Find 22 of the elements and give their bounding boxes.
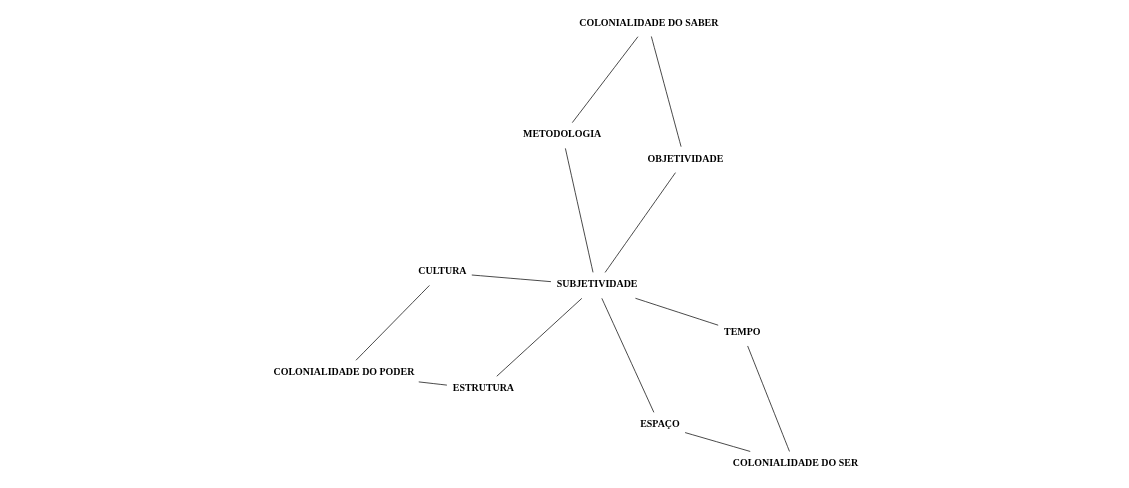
node-text: COLONIALIDADE DO SER — [732, 457, 858, 469]
connector — [571, 36, 638, 123]
connector — [634, 297, 719, 326]
node-text: OBJETIVIDADE — [647, 152, 723, 164]
connector — [564, 148, 593, 273]
node-text: ESPAÇO — [639, 418, 680, 430]
node-text: TEMPO — [723, 326, 760, 338]
node-text: COLONIALIDADE DO SABER — [578, 16, 718, 28]
connector — [417, 381, 447, 386]
connector — [650, 36, 681, 148]
node-text: METODOLOGIA — [522, 128, 601, 140]
node-text: SUBJETIVIDADE — [556, 278, 637, 290]
connector — [604, 172, 676, 273]
node-text: CULTURA — [417, 265, 467, 277]
node-text: ESTRUTURA — [452, 382, 514, 394]
connector — [495, 298, 582, 377]
connector — [470, 274, 551, 282]
connector — [746, 345, 790, 452]
connector — [355, 285, 430, 361]
connector — [600, 297, 654, 413]
node-text: COLONIALIDADE DO PODER — [273, 366, 414, 378]
connector — [684, 432, 751, 452]
